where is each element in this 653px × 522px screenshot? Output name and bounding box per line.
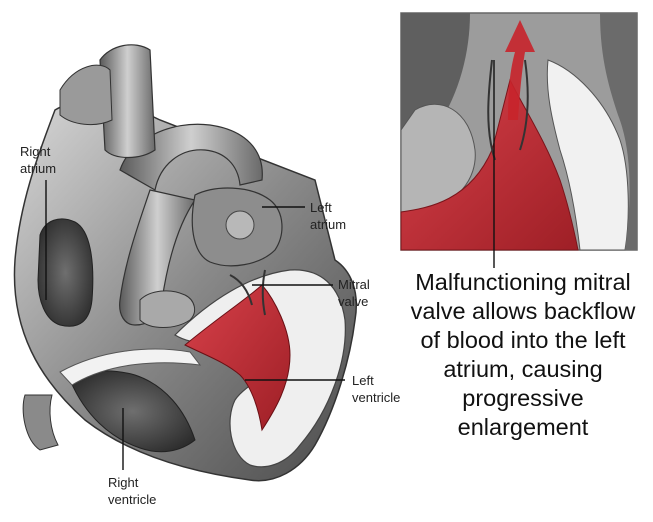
pulmonary-artery: [119, 189, 196, 326]
caption-line: enlargement: [457, 414, 589, 440]
aortic-valve-area: [139, 290, 196, 328]
backflow-arrow-icon: [505, 20, 535, 120]
caption-text: Malfunctioning mitral valve allows backf…: [394, 268, 652, 442]
superior-vena-cava: [99, 44, 156, 159]
caption-line: progressive: [462, 385, 584, 411]
septum: [59, 348, 202, 386]
caption-line: of blood into the left: [420, 327, 626, 353]
label-left-ventricle: Left ventricle: [352, 373, 401, 405]
caption-line: atrium, causing: [443, 356, 603, 382]
inset-magnified-valve: [400, 12, 638, 251]
label-right-atrium: Right atrium: [20, 144, 57, 176]
label-right-ventricle: Right ventricle: [108, 475, 157, 507]
pulmonary-vein-opening: [225, 210, 255, 240]
caption-line: valve allows backflow: [410, 298, 636, 324]
leader-lines: [45, 60, 495, 470]
inferior-vena-cava: [22, 394, 59, 451]
heart-cross-section: [13, 44, 357, 482]
mitral-valve-leaflets: [229, 269, 266, 316]
right-ventricle-chamber: [69, 370, 196, 453]
inset-valve-leaflet: [487, 59, 529, 161]
vessel-top: [59, 64, 113, 126]
inset-outer-edge: [600, 13, 637, 250]
label-left-atrium: Left atrium: [310, 200, 347, 232]
aorta: [119, 123, 263, 191]
right-atrium-chamber: [37, 218, 94, 327]
label-mitral-valve: Mitral valve: [338, 277, 370, 309]
left-ventricle-blood: [184, 284, 291, 432]
caption-line: Malfunctioning mitral: [415, 269, 631, 295]
